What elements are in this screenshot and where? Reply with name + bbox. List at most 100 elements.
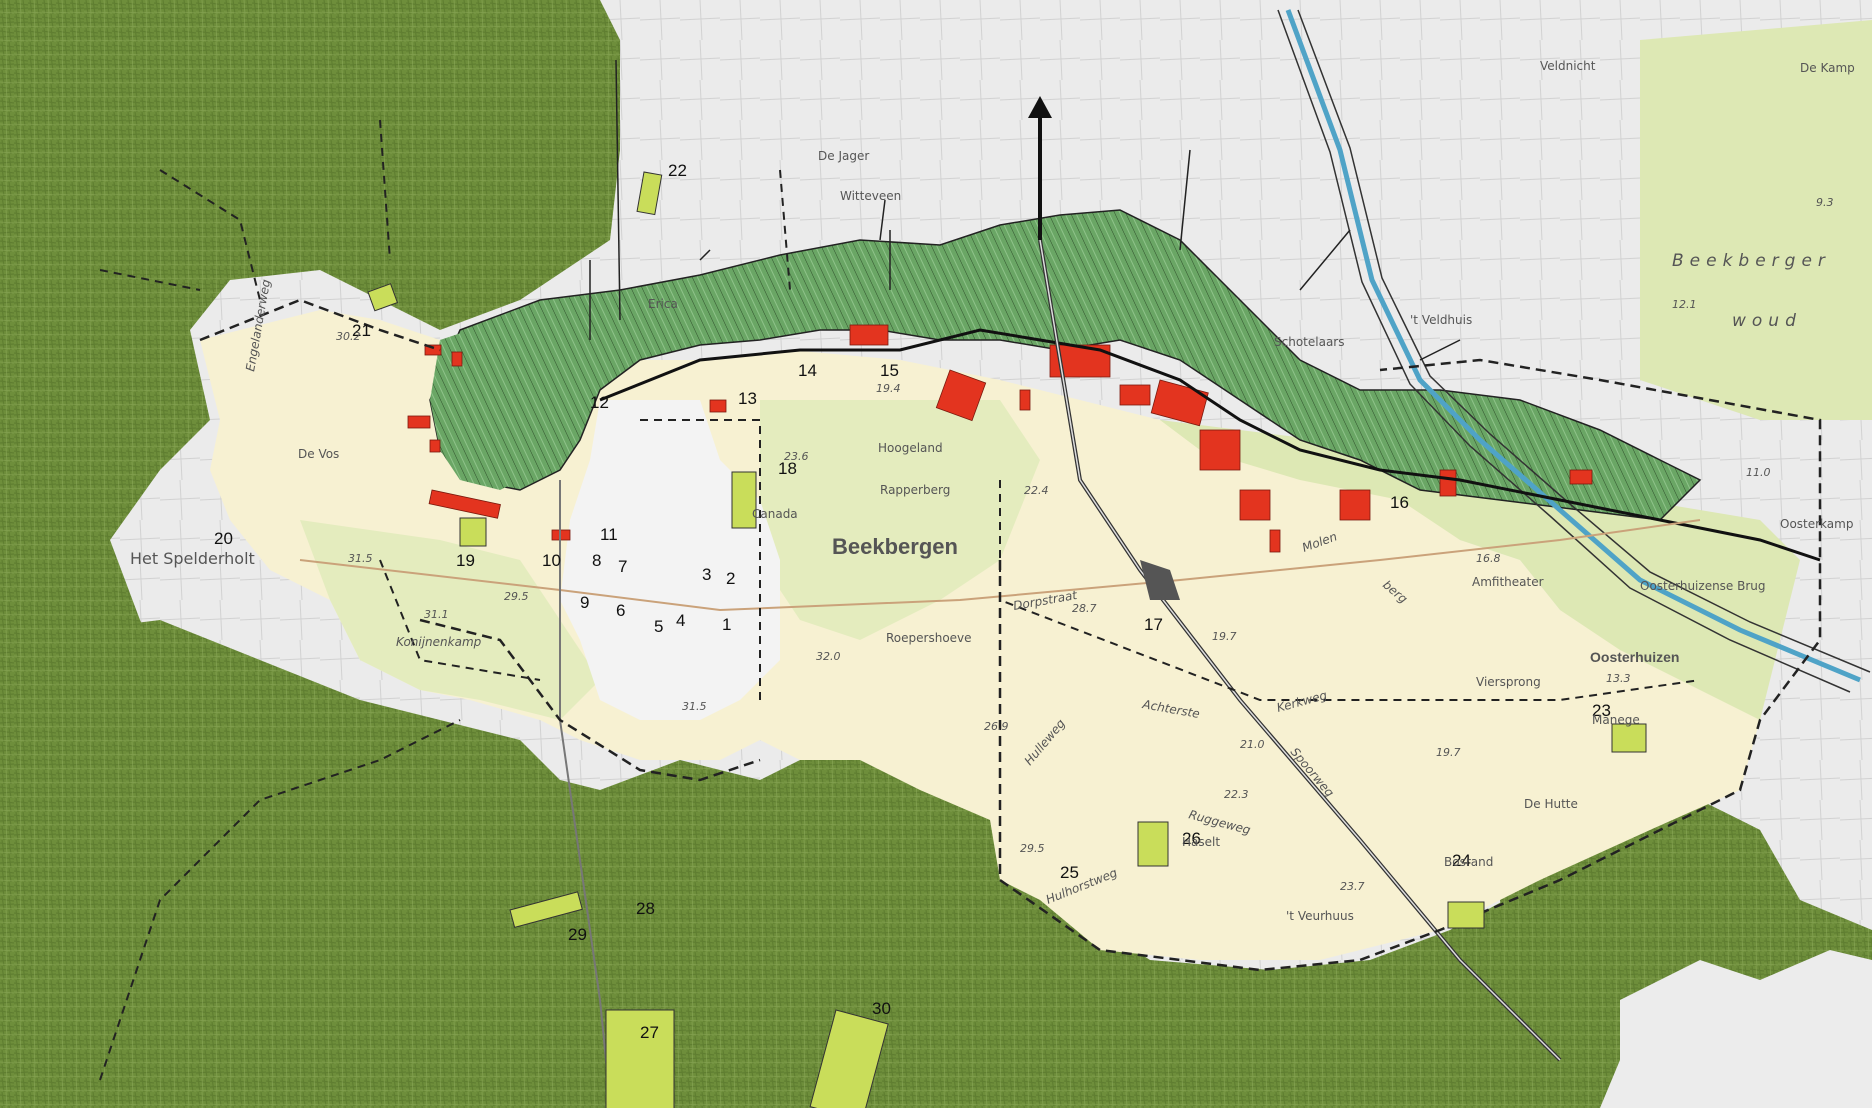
marker-23: 23: [1592, 701, 1611, 720]
elevation: 26.9: [984, 720, 1009, 733]
canal-bank-2: [1297, 9, 1871, 673]
marker-8: 8: [592, 551, 601, 570]
elevation: 23.7: [1340, 880, 1365, 893]
marker-13: 13: [738, 389, 757, 408]
study-boundary: [199, 298, 1822, 972]
elevation: 23.6: [784, 450, 809, 463]
arrow-lines: [589, 59, 1461, 361]
marker-30: 30: [872, 999, 891, 1018]
marker-7: 7: [618, 557, 627, 576]
elevation: 28.7: [1072, 602, 1097, 615]
marker-5: 5: [654, 617, 663, 636]
marker-27: 27: [640, 1023, 659, 1042]
elevation: 22.4: [1024, 484, 1049, 497]
marker-1: 1: [722, 615, 731, 634]
marker-15: 15: [880, 361, 899, 380]
elevation: 12.1: [1672, 298, 1697, 311]
place-bosrand: Bosrand: [1444, 855, 1493, 869]
meadow-central: [760, 400, 1040, 640]
elevation: 22.3: [1224, 788, 1249, 801]
place-t-veurhuus: 't Veurhuus: [1286, 909, 1354, 923]
railway-core: [1039, 239, 1561, 1061]
forest-south: [0, 620, 1872, 1108]
place-oosterkamp: Oosterkamp: [1780, 517, 1853, 531]
meadow-west: [300, 520, 600, 720]
elevation: 16.8: [1476, 552, 1501, 565]
place-amfitheater: Amfitheater: [1472, 575, 1544, 589]
marker-22: 22: [668, 161, 687, 180]
station-marker: [1140, 560, 1180, 600]
marker-19: 19: [456, 551, 475, 570]
elevation: 31.5: [348, 552, 373, 565]
stream: [599, 328, 1821, 562]
elevation: 19.7: [1436, 746, 1461, 759]
marker-10: 10: [542, 551, 561, 570]
yellow-sites: [367, 171, 1647, 1108]
elevation: 21.0: [1240, 738, 1265, 751]
town-oosterhuizen: Oosterhuizen: [1590, 649, 1679, 665]
place-oosterhuizense-brug: Oosterhuizense Brug: [1640, 579, 1766, 593]
dashed-forest-paths: [99, 119, 791, 1081]
marker-26: 26: [1182, 829, 1201, 848]
town-center: [560, 400, 780, 720]
main-road-north-south: [559, 480, 611, 1101]
marker-9: 9: [580, 593, 589, 612]
marker-4: 4: [676, 611, 685, 630]
elevation: 13.3: [1606, 672, 1631, 685]
number-labels: 1 2 3 4 5 6 7 8 9 10 11 12 13 14 15 16 1…: [214, 161, 1611, 1042]
elevation: 29.5: [1020, 842, 1045, 855]
elevation: 31.5: [682, 700, 707, 713]
canal: [1285, 9, 1861, 683]
elevation: 19.7: [1212, 630, 1237, 643]
area-beekberger: Beekberger: [1672, 251, 1831, 271]
marker-12: 12: [590, 393, 609, 412]
marker-29: 29: [568, 925, 587, 944]
elevation: 32.0: [816, 650, 841, 663]
place-t-veldhuis: 't Veldhuis: [1410, 313, 1472, 327]
elevation: 30.2: [336, 330, 361, 343]
marker-11: 11: [600, 525, 618, 544]
elevation-labels: 30.2 31.5 29.5 31.1 23.6 19.4 22.4 28.7 …: [336, 196, 1834, 893]
meadow-east: [1160, 420, 1800, 720]
stream-valley-parcels: [429, 209, 1702, 521]
marker-6: 6: [616, 601, 625, 620]
town-beekbergen: Beekbergen: [832, 534, 958, 559]
marker-3: 3: [702, 565, 711, 584]
place-labels: Het Spelderholt De Vos Konijnenkamp Cana…: [130, 59, 1855, 923]
place-manege: Manege: [1592, 713, 1640, 727]
canal-bank: [1277, 9, 1851, 693]
area-woud: woud: [1732, 311, 1802, 331]
forest-northwest: [0, 0, 620, 690]
marker-14: 14: [798, 361, 817, 380]
marker-25: 25: [1060, 863, 1079, 882]
place-de-kamp: De Kamp: [1800, 61, 1855, 75]
place-viersprong: Viersprong: [1476, 675, 1541, 689]
marker-28: 28: [636, 899, 655, 918]
place-veldnicht: Veldnicht: [1540, 59, 1596, 73]
meadow-northeast: [1640, 20, 1872, 420]
place-hoogeland: Hoogeland: [878, 441, 943, 455]
place-konijnenkamp: Konijnenkamp: [396, 635, 482, 649]
marker-20: 20: [214, 529, 233, 548]
elevation: 11.0: [1746, 466, 1771, 479]
place-de-hutte: De Hutte: [1524, 797, 1578, 811]
place-de-jager: De Jager: [818, 149, 869, 163]
marker-16: 16: [1390, 493, 1409, 512]
boundary-inner: [379, 419, 1701, 701]
marker-17: 17: [1144, 615, 1163, 634]
marker-21: 21: [352, 321, 371, 340]
elevation: 31.1: [424, 608, 449, 621]
marker-18: 18: [778, 459, 797, 478]
place-het-spelderholt: Het Spelderholt: [130, 549, 255, 568]
place-schotelaars: Schotelaars: [1274, 335, 1344, 349]
place-haselt: Haselt: [1182, 835, 1220, 849]
marker-2: 2: [726, 569, 735, 588]
elevation: 9.3: [1816, 196, 1834, 209]
elevation: 19.4: [876, 382, 901, 395]
north-arrow-head: [1028, 96, 1052, 118]
place-de-vos: De Vos: [298, 447, 339, 461]
place-roepershoeve: Roepershoeve: [886, 631, 972, 645]
place-witteveen: Witteveen: [840, 189, 901, 203]
elevation: 29.5: [504, 590, 529, 603]
